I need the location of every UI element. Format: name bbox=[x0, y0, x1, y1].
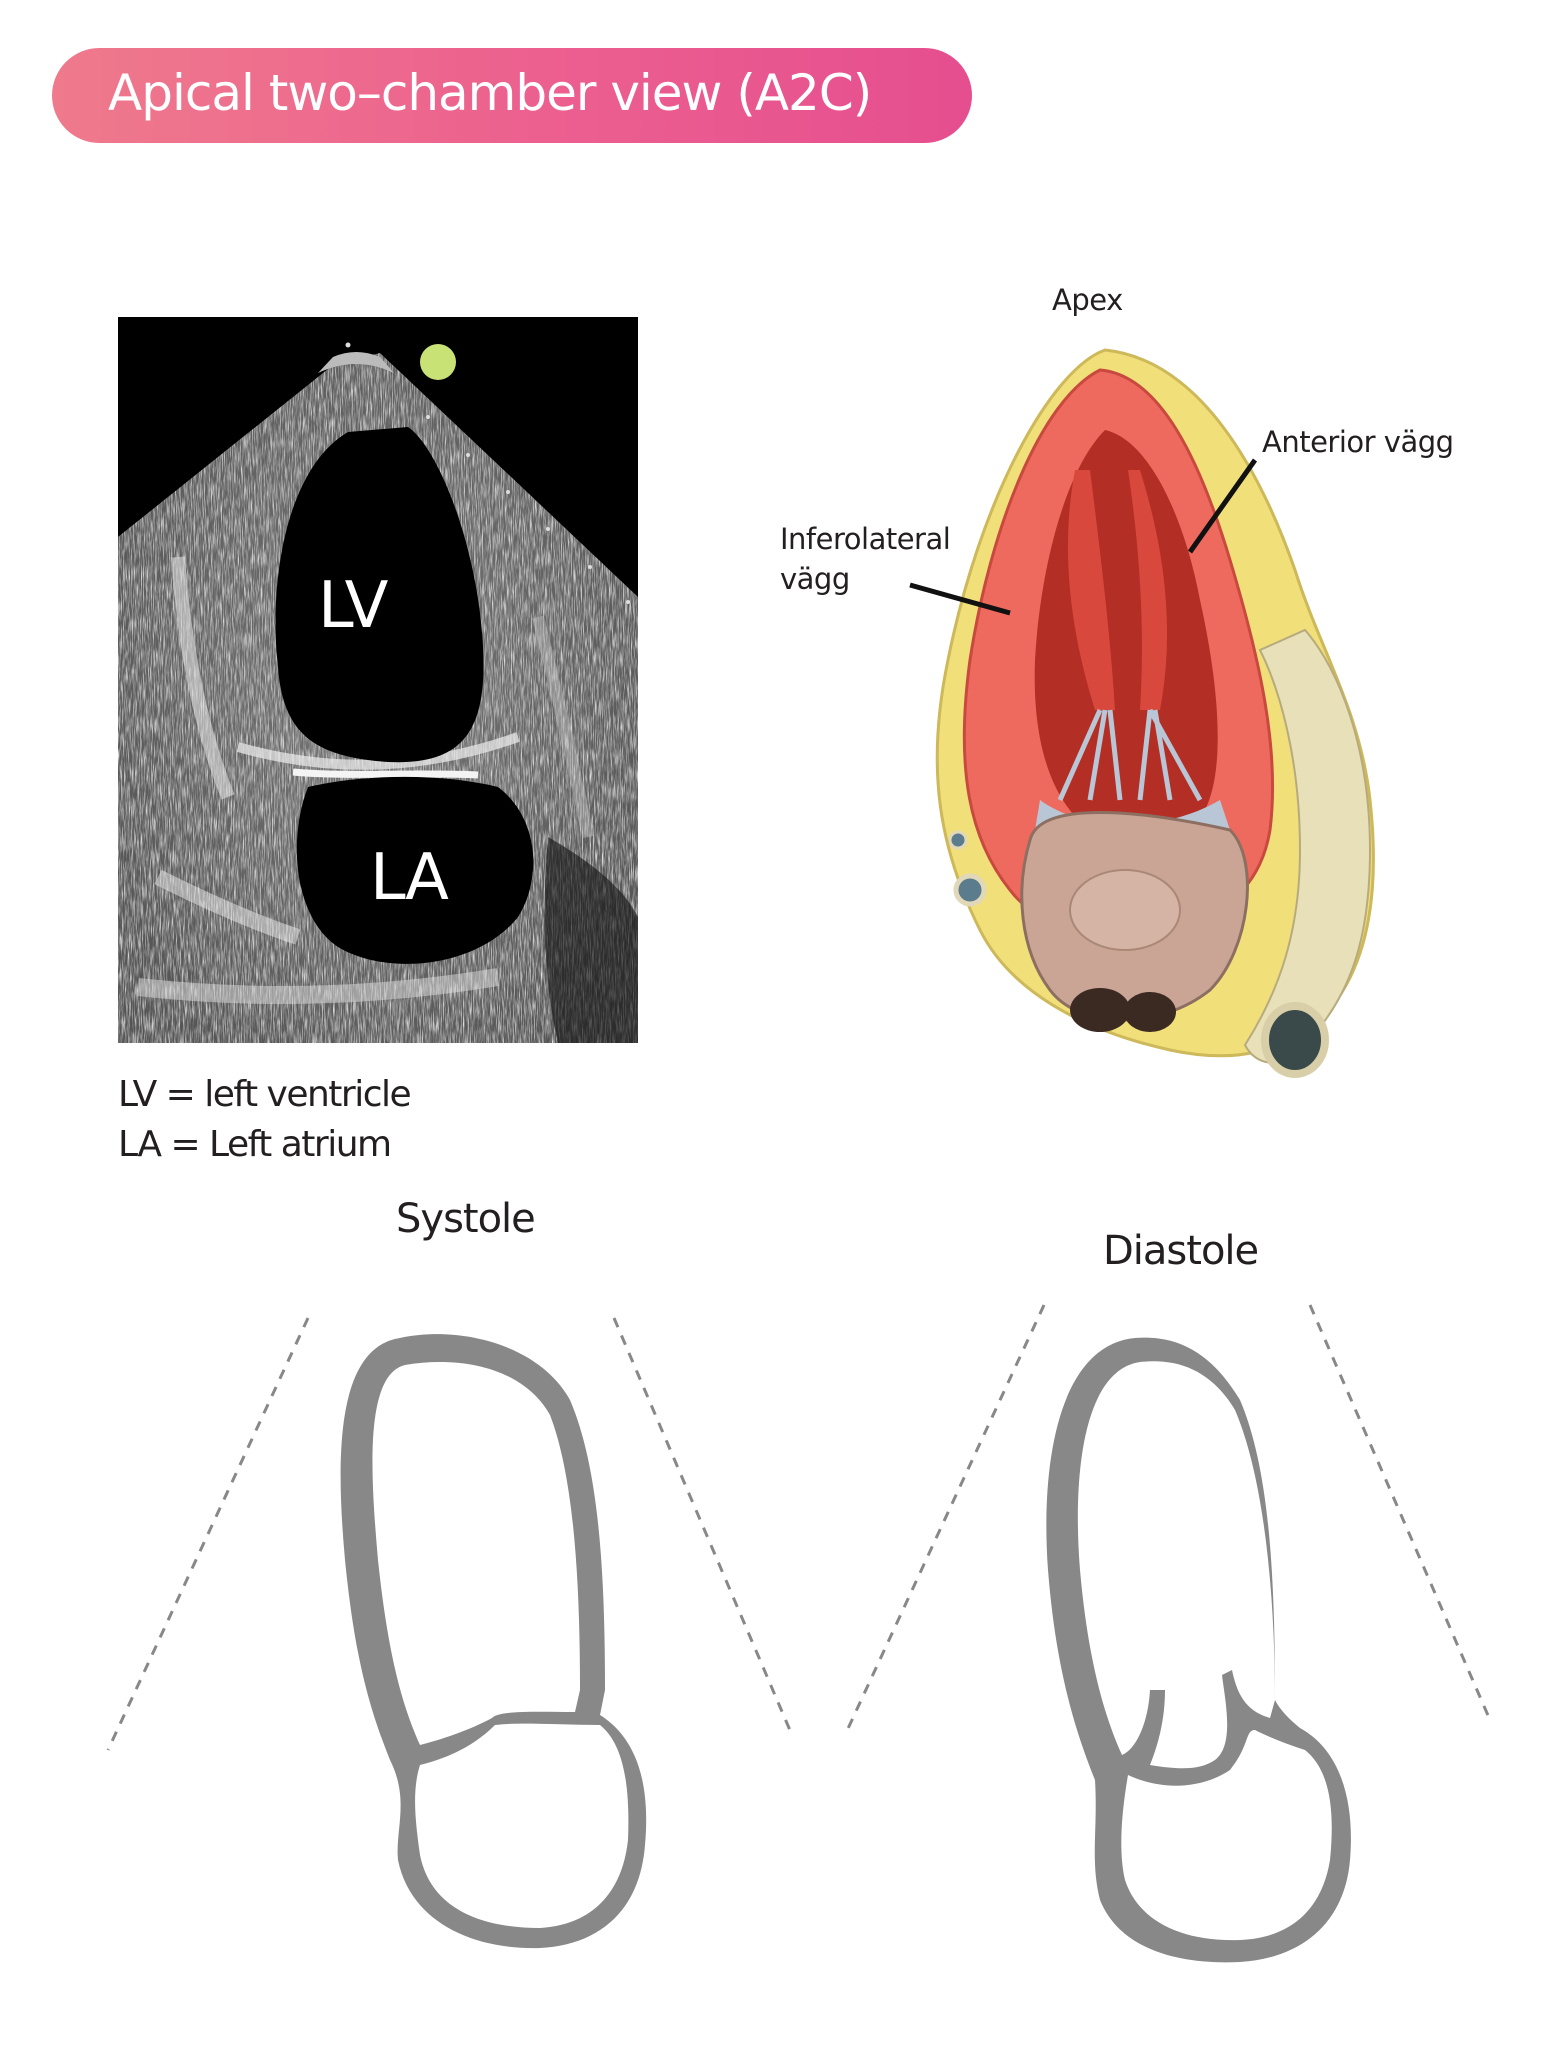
diastole-heading: Diastole bbox=[1103, 1228, 1259, 1274]
la-label: LA bbox=[370, 841, 449, 915]
diastole-chamber bbox=[1046, 1337, 1351, 1963]
systole-sector-right bbox=[612, 1317, 794, 1736]
echocardiogram-image: LV LA bbox=[118, 317, 638, 1043]
lv-label: LV bbox=[318, 569, 388, 643]
page-title: Apical two–chamber view (A2C) bbox=[108, 64, 872, 122]
systole-chamber bbox=[340, 1334, 647, 1949]
apex-label: Apex bbox=[1052, 283, 1123, 317]
systole-heading: Systole bbox=[396, 1196, 536, 1242]
anterior-wall-label: Anterior vägg bbox=[1262, 425, 1454, 459]
legend-la: LA = Left atrium bbox=[118, 1124, 392, 1165]
diastole-sector-left bbox=[843, 1304, 1046, 1736]
inferolateral-wall-label-1: Inferolateral bbox=[780, 522, 951, 556]
orientation-marker bbox=[420, 344, 456, 380]
title-banner: Apical two–chamber view (A2C) bbox=[52, 48, 972, 143]
diastole-sector-right bbox=[1308, 1304, 1492, 1721]
systole-sector-left bbox=[106, 1317, 310, 1751]
legend-lv: LV = left ventricle bbox=[118, 1074, 412, 1115]
echo-sector bbox=[118, 317, 638, 1043]
inferolateral-wall-label-2: vägg bbox=[780, 562, 850, 596]
heart-cross-section-illustration bbox=[909, 348, 1375, 1078]
